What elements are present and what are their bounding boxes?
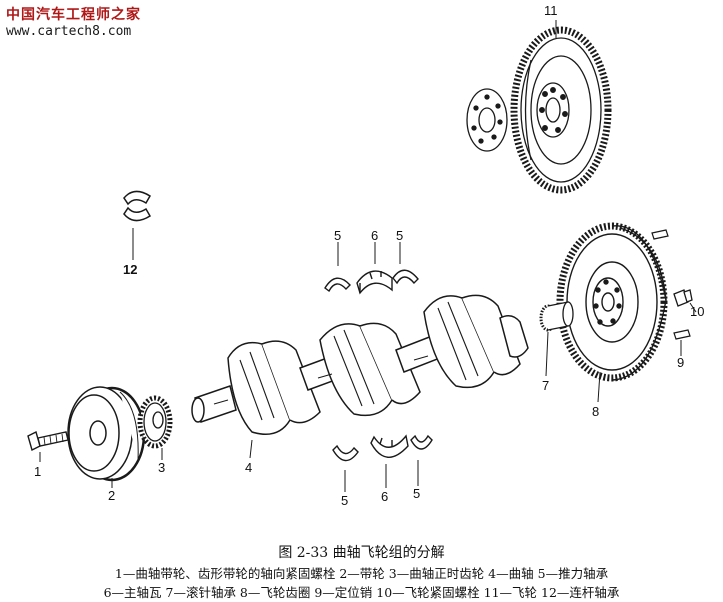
crankshaft-pulley	[67, 386, 146, 488]
lower-thrust-bearings	[332, 434, 433, 492]
connecting-rod-bearing	[123, 190, 152, 260]
callout-4: 4	[245, 460, 252, 475]
watermark-url: www.cartech8.com	[6, 24, 132, 39]
callout-3: 3	[158, 460, 165, 475]
dowel-pins	[651, 229, 691, 356]
callout-5-upper-right: 5	[396, 228, 403, 243]
callout-6-upper: 6	[371, 228, 378, 243]
callout-5-lower-right: 5	[413, 486, 420, 501]
callout-5-lower-left: 5	[341, 493, 348, 508]
callout-labels: 1 2 3 4 5 6 5 5 6 5 7 8 9 10 11 12	[34, 3, 704, 508]
pulley-bolt	[27, 430, 69, 462]
crankshaft-timing-gear	[137, 395, 173, 460]
flywheel-ring-gear	[556, 222, 668, 403]
crankshaft	[191, 294, 529, 459]
callout-12: 12	[123, 262, 137, 277]
callout-7: 7	[542, 378, 549, 393]
flywheel	[510, 20, 612, 194]
callout-8: 8	[592, 404, 599, 419]
callout-1: 1	[34, 464, 41, 479]
watermark: 中国汽车工程师之家 www.cartech8.com	[6, 6, 141, 40]
figure-legend-line-2: 6—主轴瓦 7—滚针轴承 8—飞轮齿圈 9—定位销 10—飞轮紧固螺栓 11—飞…	[103, 585, 620, 600]
callout-10: 10	[690, 304, 704, 319]
flywheel-washer-plate	[466, 88, 508, 152]
callout-2: 2	[108, 488, 115, 503]
callout-6-lower: 6	[381, 489, 388, 504]
watermark-site-name: 中国汽车工程师之家	[6, 7, 141, 23]
needle-roller-bearing	[539, 301, 574, 377]
callout-11: 11	[544, 3, 558, 18]
callout-9: 9	[677, 355, 684, 370]
callout-5-upper-left: 5	[334, 228, 341, 243]
upper-thrust-bearings	[324, 242, 419, 295]
flywheel-bolt	[673, 289, 697, 313]
figure-legend-line-1: 1—曲轴带轮、齿形带轮的轴向紧固螺栓 2—带轮 3—曲轴正时齿轮 4—曲轴 5—…	[114, 566, 609, 581]
figure-title: 图 2-33 曲轴飞轮组的分解	[278, 545, 445, 561]
